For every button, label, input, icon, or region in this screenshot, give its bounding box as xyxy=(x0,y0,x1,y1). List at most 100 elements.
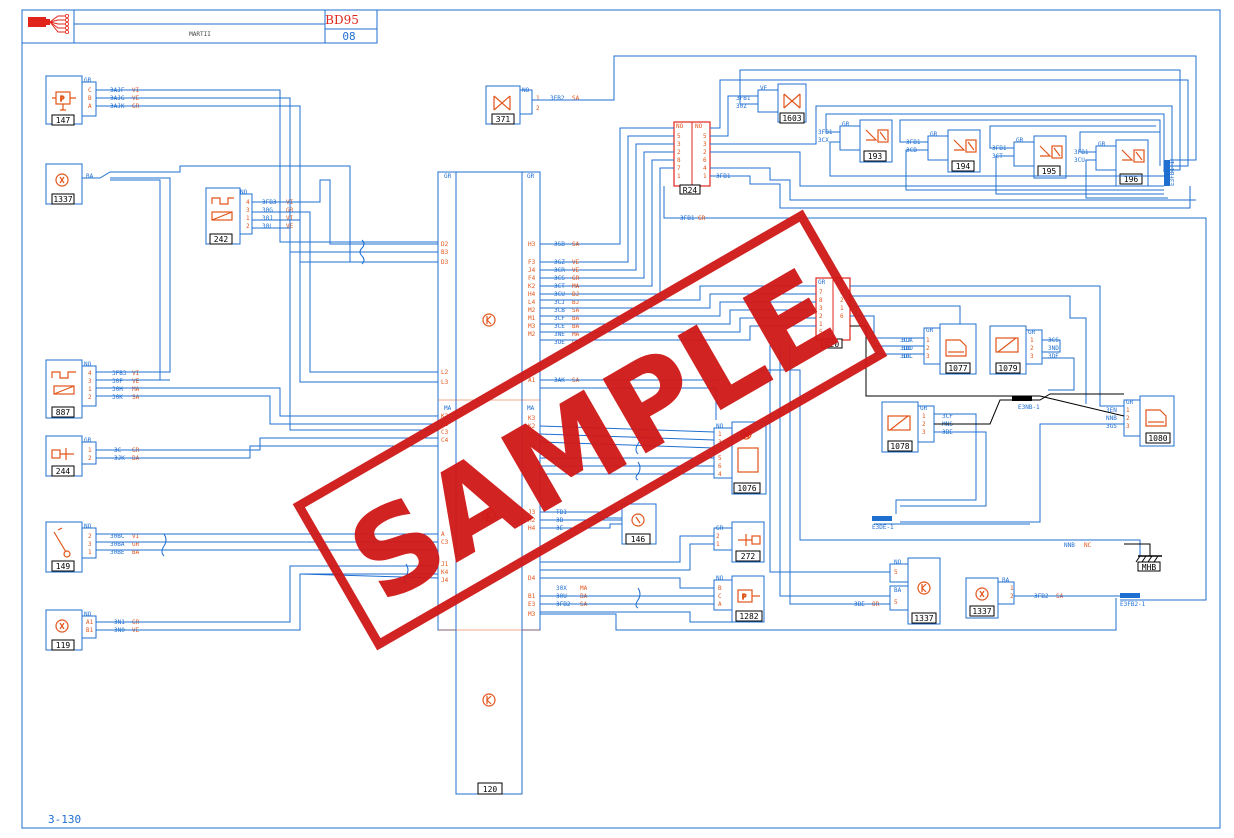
wire-label: 3DC xyxy=(900,353,911,360)
component-id: 146 xyxy=(631,535,646,544)
wire-label: 3ND xyxy=(1048,345,1059,352)
injector-icon xyxy=(1039,145,1063,159)
wire-label: 3DE xyxy=(1048,353,1059,360)
pin-label: C3 xyxy=(441,539,449,546)
wire-color: MA xyxy=(580,585,588,592)
pin-label: 5 xyxy=(677,133,681,140)
svg-text:E3FB1-1: E3FB1-1 xyxy=(1169,160,1176,186)
pin-label: 2 xyxy=(1126,415,1130,422)
pin-label: 8 xyxy=(677,157,681,164)
wire-label: 3CF xyxy=(554,315,565,322)
pin-label: 4 xyxy=(246,199,250,206)
wire-color: VI xyxy=(132,370,140,377)
pin-label: 2 xyxy=(840,297,844,304)
pin-label: E3 xyxy=(528,601,536,608)
pin-label: 1 xyxy=(677,173,681,180)
splice-e3fb2 xyxy=(1120,593,1140,598)
wire-label: 3CF xyxy=(942,413,953,420)
svg-text:E3NB-1: E3NB-1 xyxy=(1018,404,1040,411)
fan-relay-icon xyxy=(945,339,967,357)
heater-element-icon xyxy=(51,371,76,395)
pin-label: H3 xyxy=(528,241,536,248)
pin-label: 7 xyxy=(677,165,681,172)
pin-label: C4 xyxy=(441,437,449,444)
pin-label: D2 xyxy=(441,241,449,248)
pin-label: D3 xyxy=(441,259,449,266)
pin-label: 3 xyxy=(703,141,707,148)
connector-color: NO xyxy=(84,361,92,368)
ecu-symbol-icon xyxy=(482,693,496,707)
pin-label: 2 xyxy=(926,345,930,352)
injector-icon xyxy=(953,139,977,153)
pin-label: 5 xyxy=(718,455,722,462)
pin-label: 2 xyxy=(88,455,92,462)
pin-label: 2 xyxy=(1010,593,1014,600)
svg-text:E3DE-1: E3DE-1 xyxy=(872,524,894,531)
pin-label: L4 xyxy=(528,299,536,306)
pin-label: M1 xyxy=(528,315,536,322)
pin-label: 3 xyxy=(926,353,930,360)
pin-label: 1 xyxy=(88,386,92,393)
valve-icon xyxy=(493,95,511,111)
heater-element-icon xyxy=(211,197,234,221)
wire-label: 3SB xyxy=(554,241,565,248)
wire-label: 3CX xyxy=(902,337,913,344)
pin-label: 3 xyxy=(677,141,681,148)
wire-color: BJ xyxy=(572,291,579,298)
splice-e3de: E3DE-1 xyxy=(872,516,894,531)
pin-label: 5 xyxy=(894,599,898,606)
wire-label: 3CJ xyxy=(554,299,565,306)
pin-label: 1 xyxy=(246,215,250,222)
pin-label: 2 xyxy=(703,149,707,156)
pin-label: 3 xyxy=(88,541,92,548)
component-id: 1603 xyxy=(782,114,801,123)
wire-color: VI xyxy=(132,533,140,540)
ignition-icon xyxy=(975,587,989,601)
wire-label: 3FB2 xyxy=(550,95,565,102)
wire-label: 3FB1 xyxy=(736,95,751,102)
wire-label: 30BE xyxy=(110,549,125,556)
pin-label: 5 xyxy=(894,569,898,576)
sensor-icon: P xyxy=(737,589,760,603)
pin-label: B1 xyxy=(528,593,536,600)
wire-label: 30J xyxy=(262,215,273,222)
pin-label: D4 xyxy=(528,575,536,582)
pin-label: J1 xyxy=(441,561,449,568)
pin-label: 5 xyxy=(819,329,823,336)
pin-label: 1 xyxy=(716,541,720,548)
wire-label: 30X xyxy=(556,585,567,592)
pin-label: A xyxy=(88,103,92,110)
component-1603: 1603 VE 3FB1 30Z xyxy=(736,83,807,124)
pin-label: 1 xyxy=(1126,407,1130,414)
cu-right-upper-color: GR xyxy=(527,173,535,180)
wire-color: MA xyxy=(572,283,580,290)
wire-color: BA xyxy=(572,315,580,322)
pin-label: L3 xyxy=(441,379,449,386)
pin-label: 2 xyxy=(922,421,926,428)
wire-color: VE xyxy=(572,267,580,274)
cu-right-pins: H3F3J4F4K2H4L4M2M1M3M2A1K3K2L2J3H2H4D4B1… xyxy=(528,241,536,618)
pin-label: 6 xyxy=(703,157,707,164)
connector-color: GR xyxy=(1028,329,1036,336)
pin-label: 1 xyxy=(840,305,844,312)
relay-id: R24 xyxy=(683,186,698,195)
pin-label: H4 xyxy=(528,525,536,532)
component-id: 1282 xyxy=(739,612,758,621)
injector-icon xyxy=(1121,149,1145,163)
pin-label: J4 xyxy=(441,577,449,584)
connector-color: NO xyxy=(676,123,684,130)
connector-color: GR xyxy=(1098,141,1106,148)
wire-label: 3FB1 xyxy=(818,129,833,136)
pin-label: K4 xyxy=(441,569,449,576)
pin-label: 2 xyxy=(1030,345,1034,352)
pin-label: 1 xyxy=(922,413,926,420)
pin-label: 1 xyxy=(926,337,930,344)
title-code: BD95 xyxy=(325,13,359,27)
wire-label: 30L xyxy=(262,223,273,230)
wire-color: BA xyxy=(572,323,580,330)
wire-color: BA xyxy=(132,549,140,556)
